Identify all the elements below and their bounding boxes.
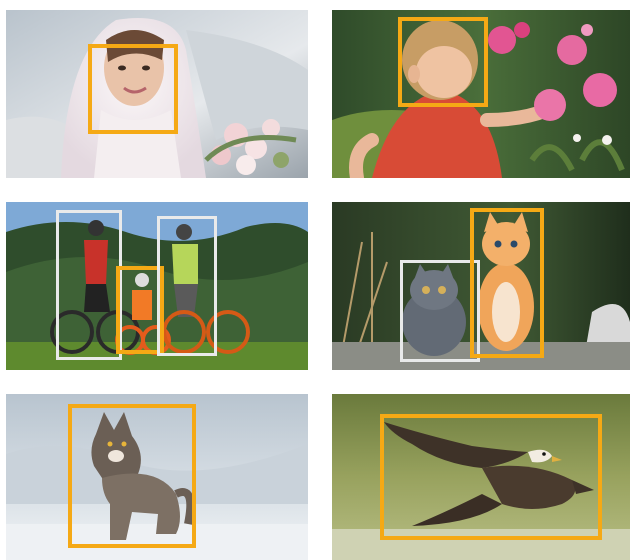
photo-toddler [332, 10, 630, 178]
toddler-image [332, 10, 630, 178]
photo-kittens [332, 202, 630, 370]
wolf-image [6, 394, 308, 560]
photo-wolf [6, 394, 308, 560]
focus-box-adult-left [56, 210, 122, 360]
focus-box-face [88, 44, 178, 134]
focus-box-eagle [380, 414, 602, 540]
focus-box-wolf [68, 404, 196, 548]
photo-cyclists [6, 202, 308, 370]
focus-box-adult-right [157, 216, 217, 356]
photo-eagle [332, 394, 630, 560]
focus-box-orange-kitten [470, 208, 544, 358]
photo-bride [6, 10, 308, 178]
bride-image [6, 10, 308, 178]
focus-box-child [116, 266, 164, 354]
focus-box-face [398, 17, 488, 107]
focus-box-grey-kitten [400, 260, 480, 362]
